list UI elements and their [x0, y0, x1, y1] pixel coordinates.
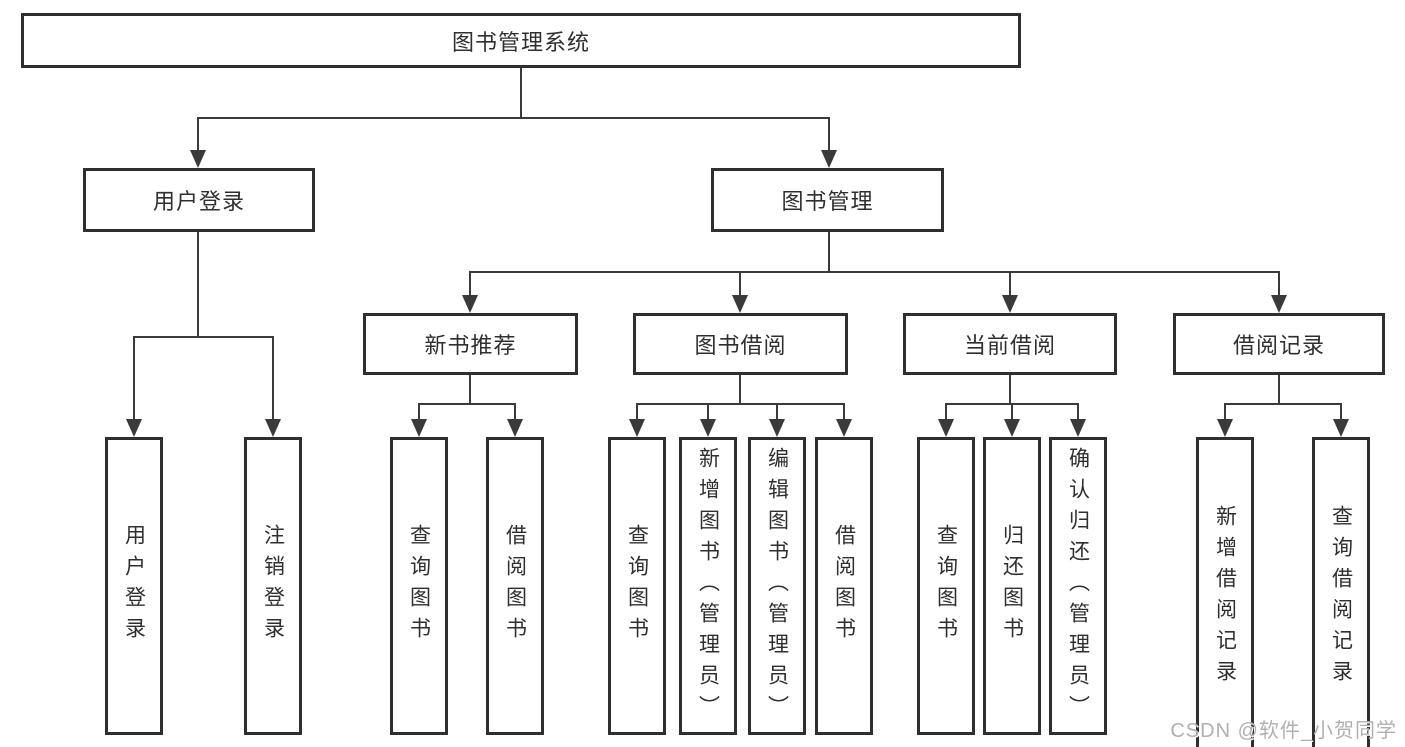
leaf-query-borrow-record-label: 查询借阅记录	[1329, 505, 1353, 691]
connector-line	[1225, 403, 1342, 405]
node-new-book-recommend-label: 新书推荐	[424, 333, 517, 358]
leaf-current-query-books: 查询图书	[917, 437, 975, 735]
connector-line	[828, 117, 830, 153]
connector-line	[636, 403, 638, 421]
leaf-logout: 注销登录	[244, 437, 302, 735]
connector-line	[1224, 403, 1226, 421]
arrow-down-icon	[1271, 295, 1287, 313]
arrow-down-icon	[265, 419, 281, 437]
connector-line	[739, 375, 741, 405]
connector-line	[776, 403, 778, 421]
arrow-down-icon	[1217, 419, 1233, 437]
connector-line	[469, 375, 471, 405]
connector-line	[828, 232, 830, 273]
connector-line	[1009, 271, 1011, 297]
leaf-borrowing-borrow-books: 借阅图书	[815, 437, 873, 735]
node-borrowing-records: 借阅记录	[1173, 313, 1385, 375]
leaf-recommend-borrow-books-label: 借阅图书	[503, 524, 527, 648]
leaf-return-books: 归还图书	[983, 437, 1041, 735]
node-new-book-recommend: 新书推荐	[363, 313, 578, 375]
connector-line	[1278, 271, 1280, 297]
leaf-recommend-query-books-label: 查询图书	[407, 524, 431, 648]
arrow-down-icon	[507, 419, 523, 437]
node-borrowing-records-label: 借阅记录	[1232, 333, 1325, 358]
connector-line	[470, 271, 1280, 273]
connector-line	[418, 403, 420, 421]
leaf-add-borrow-record-label: 新增借阅记录	[1213, 505, 1237, 691]
node-book-borrowing: 图书借阅	[633, 313, 848, 375]
connector-line	[520, 68, 522, 118]
connector-line	[945, 403, 947, 421]
connector-line	[637, 403, 845, 405]
leaf-logout-label: 注销登录	[261, 524, 285, 648]
leaf-recommend-borrow-books: 借阅图书	[486, 437, 544, 735]
arrow-down-icon	[1004, 419, 1020, 437]
node-user-login-label: 用户登录	[152, 189, 245, 214]
leaf-borrowing-borrow-books-label: 借阅图书	[832, 524, 856, 648]
connector-line	[419, 403, 516, 405]
connector-line	[469, 271, 471, 297]
arrow-down-icon	[126, 419, 142, 437]
node-current-borrowing: 当前借阅	[903, 313, 1117, 375]
connector-line	[197, 117, 199, 153]
leaf-confirm-return-admin-label: 确认归还（管理员）	[1066, 446, 1090, 726]
connector-line	[1077, 403, 1079, 421]
connector-line	[1009, 375, 1011, 405]
arrow-down-icon	[938, 419, 954, 437]
arrow-down-icon	[700, 419, 716, 437]
connector-line	[739, 271, 741, 297]
connector-line	[1278, 375, 1280, 405]
node-book-borrowing-label: 图书借阅	[694, 333, 787, 358]
node-book-management: 图书管理	[711, 168, 944, 232]
connector-line	[707, 403, 709, 421]
leaf-user-login: 用户登录	[105, 437, 163, 735]
arrow-down-icon	[1070, 419, 1086, 437]
leaf-borrowing-query-books: 查询图书	[608, 437, 666, 735]
connector-line	[843, 403, 845, 421]
connector-line	[197, 232, 199, 338]
connector-line	[272, 336, 274, 421]
arrow-down-icon	[190, 150, 206, 168]
leaf-borrowing-query-books-label: 查询图书	[625, 524, 649, 648]
arrow-down-icon	[462, 295, 478, 313]
leaf-return-books-label: 归还图书	[1000, 524, 1024, 648]
arrow-down-icon	[1002, 295, 1018, 313]
leaf-recommend-query-books: 查询图书	[390, 437, 448, 735]
connector-line	[514, 403, 516, 421]
node-user-login: 用户登录	[83, 168, 315, 232]
connector-line	[133, 336, 135, 421]
connector-line	[1340, 403, 1342, 421]
leaf-query-borrow-record: 查询借阅记录	[1312, 437, 1370, 747]
leaf-add-books-admin-label: 新增图书（管理员）	[696, 446, 720, 726]
leaf-add-books-admin: 新增图书（管理员）	[679, 437, 737, 735]
arrow-down-icon	[1333, 419, 1349, 437]
arrow-down-icon	[836, 419, 852, 437]
leaf-confirm-return-admin: 确认归还（管理员）	[1049, 437, 1107, 735]
arrow-down-icon	[411, 419, 427, 437]
connector-line	[198, 117, 830, 119]
leaf-edit-books-admin: 编辑图书（管理员）	[748, 437, 806, 735]
leaf-current-query-books-label: 查询图书	[934, 524, 958, 648]
arrow-down-icon	[629, 419, 645, 437]
node-root-label: 图书管理系统	[451, 29, 590, 55]
arrow-down-icon	[769, 419, 785, 437]
arrow-down-icon	[732, 295, 748, 313]
leaf-edit-books-admin-label: 编辑图书（管理员）	[765, 446, 789, 726]
leaf-add-borrow-record: 新增借阅记录	[1196, 437, 1254, 747]
node-book-management-label: 图书管理	[781, 189, 874, 214]
node-current-borrowing-label: 当前借阅	[963, 333, 1056, 358]
arrow-down-icon	[821, 150, 837, 168]
leaf-user-login-label: 用户登录	[122, 524, 146, 648]
connector-line	[133, 336, 274, 338]
connector-line	[1011, 403, 1013, 421]
node-root: 图书管理系统	[21, 13, 1021, 68]
csdn-watermark: CSDN @软件_小贺同学	[1170, 720, 1397, 742]
